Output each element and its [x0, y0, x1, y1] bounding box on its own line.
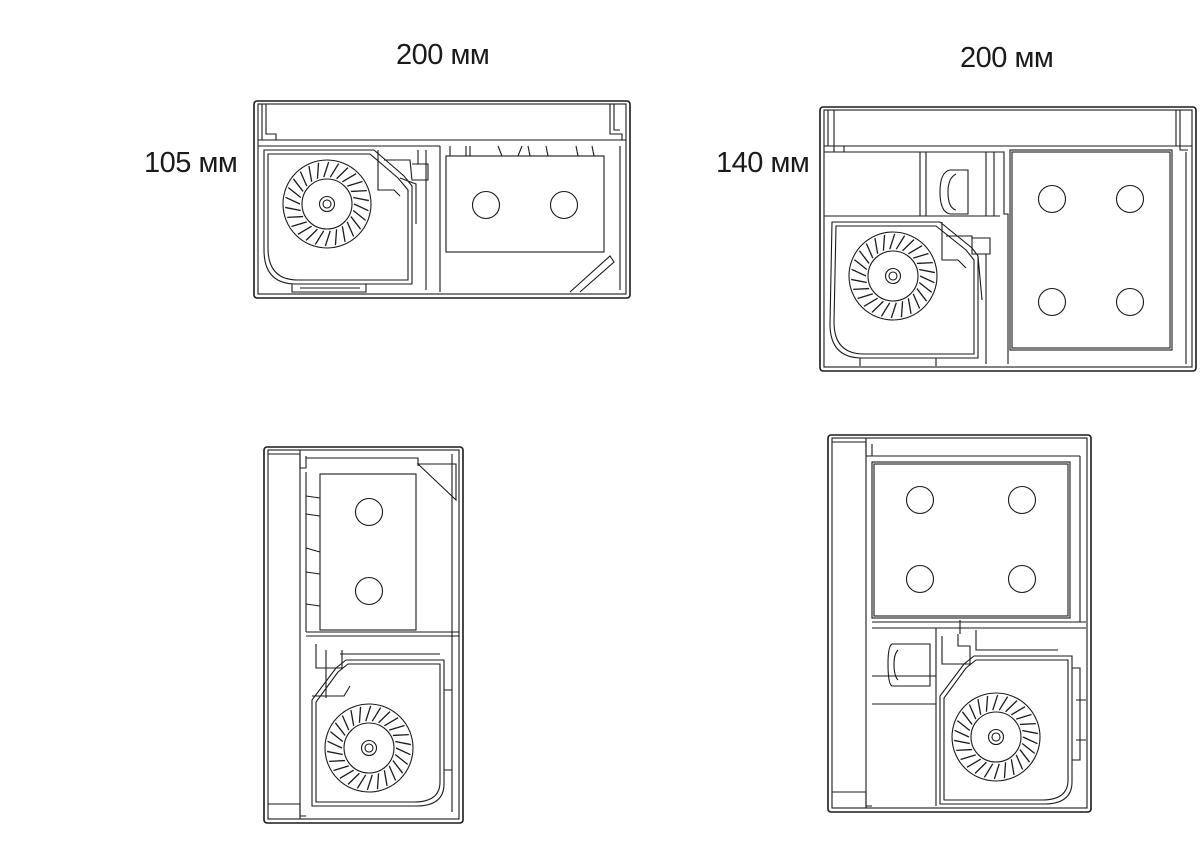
pipe-icon — [1115, 287, 1145, 317]
convector-section-140-vertical — [827, 434, 1092, 813]
convector-section-105 — [253, 100, 631, 299]
convector-section-105-vertical — [263, 446, 464, 824]
height-label-top-right: 140 мм — [716, 147, 809, 179]
pipe-icon — [354, 497, 384, 527]
fan-icon — [282, 159, 372, 249]
pipe-icon — [549, 190, 579, 220]
heat-exchanger-105 — [445, 145, 605, 253]
width-label-top-right: 200 мм — [960, 42, 1053, 74]
width-label-top-left: 200 мм — [396, 39, 489, 71]
fan-housing-105 — [263, 149, 429, 293]
fan-icon — [848, 231, 938, 321]
fan-housing-140 — [829, 221, 991, 366]
convector-section-140 — [819, 106, 1197, 372]
pipe-icon — [905, 485, 935, 515]
heat-exchanger-105-vertical — [305, 473, 417, 631]
fan-housing-105-vertical — [311, 644, 452, 807]
pipe-icon — [1115, 184, 1145, 214]
pipe-icon — [1007, 564, 1037, 594]
pipe-icon — [1037, 287, 1067, 317]
pipe-icon — [354, 576, 384, 606]
fan-housing-140-vertical — [939, 620, 1086, 805]
pipe-icon — [471, 190, 501, 220]
pipe-icon — [1007, 485, 1037, 515]
heat-exchanger-140 — [1009, 149, 1173, 351]
pipe-icon — [1037, 184, 1067, 214]
pipe-icon — [905, 564, 935, 594]
heat-exchanger-140-vertical — [871, 461, 1071, 619]
fan-icon — [951, 692, 1041, 782]
height-label-top-left: 105 мм — [144, 147, 237, 179]
fan-icon — [324, 703, 414, 793]
